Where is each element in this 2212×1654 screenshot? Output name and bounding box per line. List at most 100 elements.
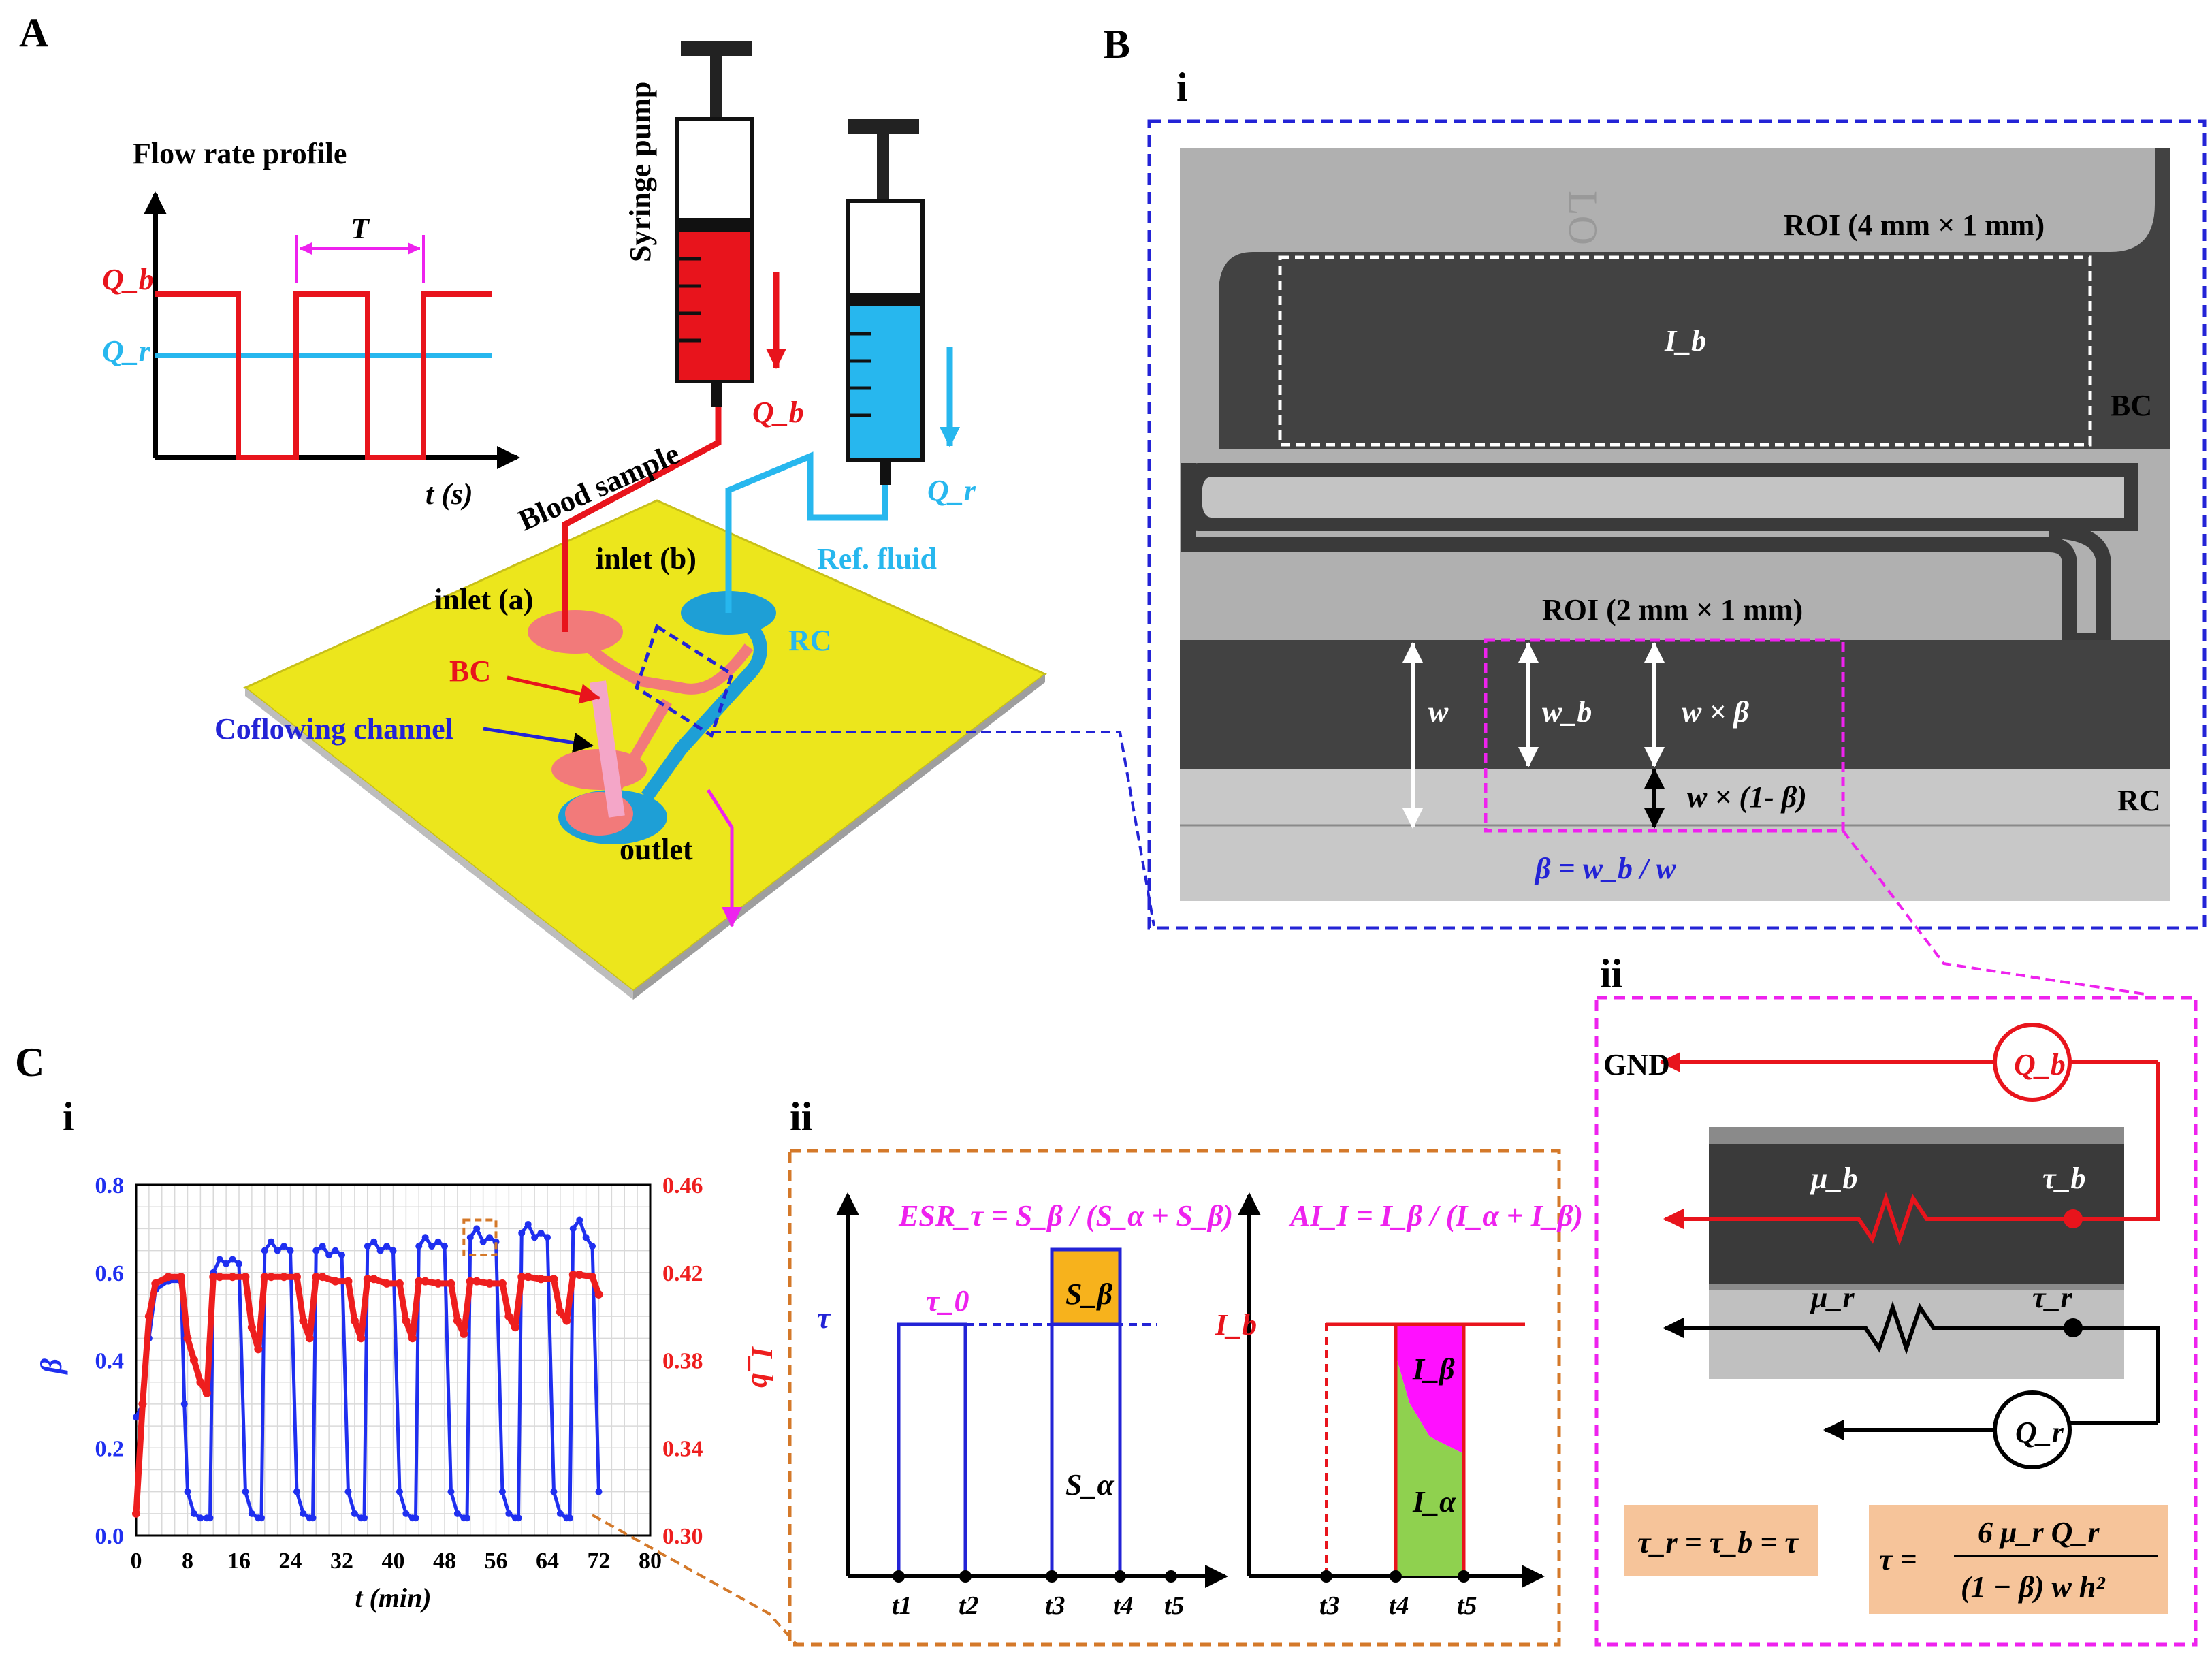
ai-pulse-dashed: [1325, 1323, 1397, 1576]
bc-pointer: [507, 675, 600, 704]
data-point: [515, 1514, 522, 1522]
data-point: [511, 1323, 519, 1332]
data-point: [144, 1312, 153, 1321]
reference-syringe: Q_r: [846, 119, 976, 507]
data-point: [258, 1514, 266, 1522]
data-point: [215, 1273, 224, 1282]
mu-b-label: μ_b: [1810, 1162, 1857, 1195]
ib-axis-label: I_b: [1215, 1308, 1257, 1341]
data-point: [164, 1273, 173, 1282]
inlet-a-port: [528, 610, 623, 654]
data-point: [242, 1488, 249, 1495]
data-point: [460, 1329, 468, 1338]
data-point: [428, 1243, 436, 1250]
data-point: [383, 1243, 391, 1250]
data-point: [248, 1510, 255, 1517]
data-point: [389, 1247, 397, 1254]
data-point: [531, 1234, 539, 1241]
qb-label: Q_b: [102, 263, 154, 296]
chart-zoom-box: [462, 1218, 498, 1256]
time-tick-dot: [1458, 1570, 1470, 1583]
equation-right-lhs: τ =: [1879, 1543, 1917, 1576]
data-point: [466, 1277, 475, 1286]
data-point: [537, 1229, 545, 1237]
panel-c-sub-i: i: [63, 1094, 74, 1139]
data-point: [177, 1273, 186, 1282]
blood-syringe: Q_b Syringe pump: [624, 41, 804, 429]
ai-formula: AI_I = I_β / (I_α + I_β): [1288, 1199, 1583, 1232]
x-tick-label: 24: [279, 1548, 302, 1574]
data-point: [344, 1277, 353, 1286]
panel-a: A Flow rate profile T Q_b Q_r t (s): [19, 10, 1155, 1000]
data-point: [505, 1510, 513, 1517]
data-point: [209, 1273, 218, 1282]
bc-channel: [1219, 148, 2170, 449]
data-point: [254, 1345, 263, 1354]
data-point: [492, 1238, 500, 1245]
syringe-1-piston: [677, 218, 752, 232]
w-one-minus-beta-label: w × (1- β): [1687, 780, 1807, 814]
time-tick-dot: [959, 1570, 972, 1583]
channel-micrograph: LO ROI (4 mm × 1 mm) I_b BC ROI (2 mm × …: [1180, 148, 2170, 901]
circuit-analogy: Q_b GND μ_b τ_b μ_r τ_r Q_r τ_r = τ_b = …: [1603, 1023, 2168, 1614]
data-point: [472, 1277, 481, 1286]
data-point: [421, 1277, 430, 1286]
data-point: [485, 1279, 494, 1288]
beta-definition: β = w_b / w: [1534, 852, 1676, 885]
y-left-axis-label: β: [35, 1358, 68, 1375]
data-point: [274, 1247, 281, 1254]
blood-circuit-loop: [2077, 1062, 2160, 1221]
i-beta-area: [1396, 1324, 1464, 1454]
data-point: [357, 1334, 366, 1343]
data-point: [376, 1247, 384, 1254]
bc-label-b: BC: [2111, 389, 2152, 422]
s-alpha-label: S_α: [1065, 1468, 1114, 1501]
x-axis-label: t (min): [355, 1583, 431, 1613]
outlet-tube: [590, 680, 625, 818]
syringe-2-plunger-head: [848, 119, 919, 134]
x-tick-label: 8: [182, 1548, 193, 1574]
data-point: [370, 1238, 378, 1245]
data-point: [486, 1234, 494, 1241]
bc-label-a: BC: [449, 654, 491, 688]
ib-label: I_b: [1664, 324, 1706, 357]
equation-right-den: (1 − β) w h²: [1961, 1570, 2105, 1604]
qr-label: Q_r: [102, 334, 151, 368]
data-point: [434, 1279, 443, 1288]
data-point: [370, 1275, 379, 1284]
data-point: [383, 1279, 391, 1288]
x-tick-label: 0: [131, 1548, 142, 1574]
data-point: [498, 1488, 506, 1495]
y-right-tick-label: 0.46: [662, 1173, 703, 1198]
data-point: [247, 1323, 256, 1332]
data-point: [280, 1273, 289, 1282]
data-point: [319, 1243, 326, 1250]
data-point: [524, 1220, 532, 1228]
data-point: [338, 1252, 345, 1258]
data-point: [421, 1234, 429, 1241]
panel-b-letter: B: [1103, 22, 1130, 67]
data-point: [133, 1414, 140, 1421]
data-point: [332, 1247, 339, 1254]
data-point: [569, 1225, 577, 1232]
ref-resistor: [1675, 1301, 2077, 1355]
data-point: [589, 1243, 596, 1250]
wb-label: w_b: [1542, 695, 1592, 729]
tau-r-node: [2064, 1318, 2083, 1337]
panel-c-ii-frame: [788, 1149, 1561, 1647]
esr-pulse-1: [897, 1322, 967, 1576]
y-right-tick-label: 0.34: [662, 1436, 703, 1461]
flow-rate-profile: Flow rate profile T Q_b Q_r t (s): [102, 137, 520, 511]
time-tick-label: t5: [1164, 1591, 1185, 1620]
data-point: [132, 1509, 140, 1518]
syringe-qb-label: Q_b: [752, 396, 804, 429]
time-tick-dot: [1320, 1570, 1332, 1583]
data-point: [582, 1234, 590, 1241]
time-tick-label: t5: [1457, 1591, 1477, 1620]
serpentine-inner: [1202, 477, 2124, 518]
data-point: [556, 1307, 564, 1316]
data-point: [299, 1316, 308, 1325]
equation-right-num: 6 μ_r Q_r: [1978, 1516, 2100, 1549]
